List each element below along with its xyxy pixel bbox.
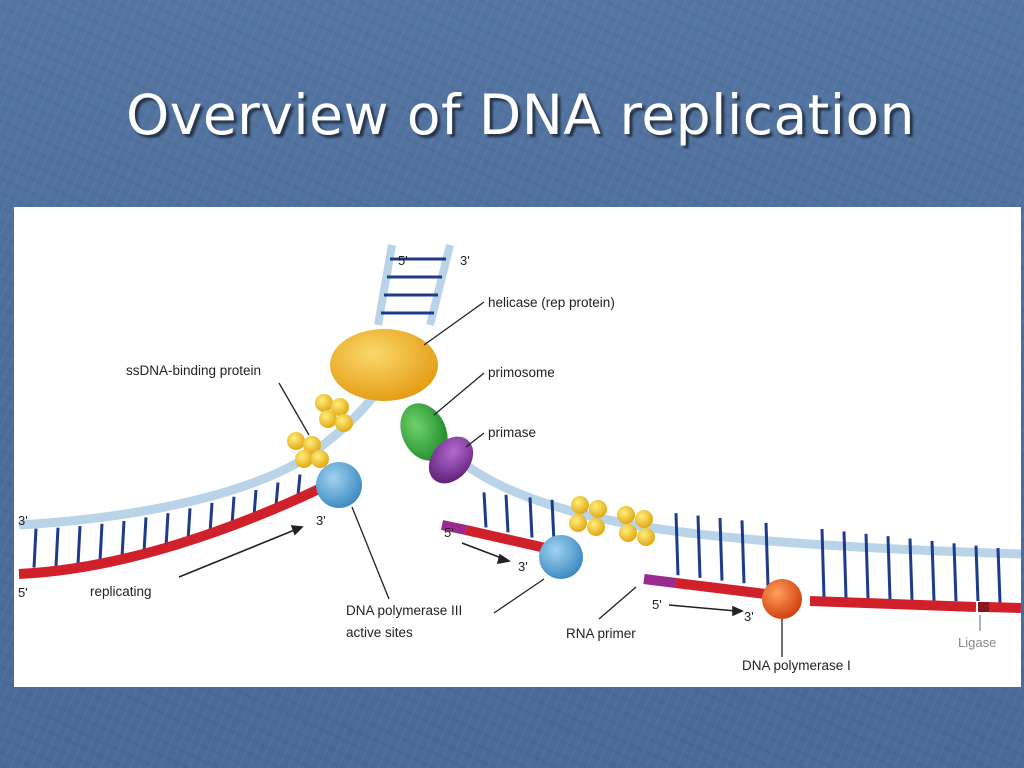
replication-diagram: 5' 3' 3' 5' 3' 5' 3' 5' 3' helicase (rep… (14, 207, 1021, 687)
leading-new-strand (18, 484, 322, 579)
leader-lines (278, 301, 981, 657)
base-pair (120, 520, 126, 558)
base-pair (54, 527, 60, 567)
label-active-sites: active sites (346, 625, 413, 640)
end-label-leading-3: 3' (316, 513, 326, 528)
label-ligase: Ligase (958, 635, 996, 650)
label-helicase: helicase (rep protein) (488, 295, 615, 310)
end-label-left-5: 5' (18, 585, 28, 600)
label-dna-polymerase-i: DNA polymerase I (742, 658, 851, 673)
base-pair (76, 526, 82, 565)
ssdna-binding-protein-left (287, 394, 353, 468)
end-label-lagging2-5: 5' (652, 597, 662, 612)
label-primosome: primosome (488, 365, 555, 380)
base-pair (696, 515, 702, 578)
end-label-top-3: 3' (460, 253, 470, 268)
primosome (400, 403, 448, 461)
direction-arrows (178, 525, 744, 617)
base-pair (908, 538, 914, 600)
end-label-left-3: 3' (18, 513, 28, 528)
base-pair (164, 513, 170, 548)
okazaki-fragment-4 (985, 602, 1021, 613)
end-label-lagging1-3: 3' (518, 559, 528, 574)
base-pair (764, 522, 770, 587)
replication-diagram-svg: 5' 3' 3' 5' 3' 5' 3' 5' 3' helicase (rep… (18, 244, 1021, 673)
ssdna-binding-protein-right (569, 496, 655, 546)
end-label-top-5: 5' (398, 253, 408, 268)
base-pair (142, 517, 148, 553)
base-pair (252, 489, 258, 517)
end-label-lagging1-5: 5' (444, 525, 454, 540)
okazaki-fragment-3 (809, 596, 977, 612)
base-pair (230, 496, 236, 526)
base-pair (482, 492, 488, 528)
label-rna-primer: RNA primer (566, 626, 636, 641)
base-pair (274, 482, 280, 507)
base-pair (98, 523, 104, 562)
base-pair (820, 528, 826, 598)
base-pair (930, 540, 936, 601)
base-pair (864, 533, 870, 599)
dna-polymerase-iii-leading (316, 462, 362, 508)
base-pair (718, 517, 724, 581)
label-replicating: replicating (90, 584, 152, 599)
okazaki-fragment-2 (675, 578, 775, 600)
base-pair (740, 520, 746, 584)
base-pair (550, 499, 556, 543)
base-pair (996, 548, 1002, 603)
okazaki-fragment-1 (464, 525, 552, 554)
base-pair (674, 513, 680, 576)
parental-duplex (374, 244, 454, 326)
rna-primer-segment-2 (643, 574, 677, 588)
lagging-parental-strand (405, 404, 1021, 613)
base-pair (186, 508, 192, 541)
base-pair (952, 543, 958, 602)
label-dna-polymerase-iii: DNA polymerase III (346, 603, 462, 618)
label-primase: primase (488, 425, 536, 440)
leading-parental-strand (18, 379, 388, 579)
base-pair (208, 502, 214, 534)
lagging-strand-bases (482, 492, 1002, 603)
base-pair (974, 545, 980, 602)
base-pair (504, 494, 510, 533)
primase (428, 436, 474, 484)
end-label-lagging2-3: 3' (744, 609, 754, 624)
label-ssdna-binding-protein: ssDNA-binding protein (126, 363, 261, 378)
base-pair (296, 474, 302, 496)
dna-polymerase-iii-lagging (539, 535, 583, 579)
rna-primer-segment-1 (440, 520, 468, 535)
slide-title: Overview of DNA replication (126, 83, 916, 147)
leading-strand-bases (32, 474, 302, 568)
base-pair (528, 497, 534, 538)
base-pair (32, 528, 38, 568)
base-pair (842, 531, 848, 598)
dna-polymerase-i (762, 579, 802, 619)
base-pair (886, 536, 892, 600)
helicase (330, 329, 438, 401)
